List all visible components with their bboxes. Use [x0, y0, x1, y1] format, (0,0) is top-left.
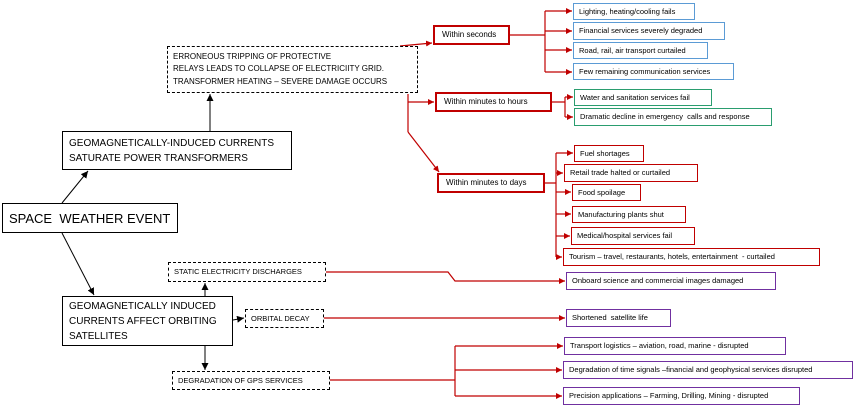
link-gps-trunk — [330, 346, 456, 396]
impact-node: Tourism – travel, restaurants, hotels, e… — [563, 248, 820, 266]
impact-node: Medical/hospital services fail — [571, 227, 695, 245]
node-text-line: SATELLITES — [69, 330, 128, 342]
node-text-line: GEOMAGNETICALLY INDUCED — [69, 300, 216, 312]
orbital-decay-node: ORBITAL DECAY — [245, 309, 324, 328]
node-text-line: CURRENTS AFFECT ORBITING — [69, 315, 217, 327]
impact-node: Onboard science and commercial images da… — [566, 272, 776, 290]
impact-node: Dramatic decline in emergency calls and … — [574, 108, 772, 126]
grid-collapse-effect-node: ERRONEOUS TRIPPING OF PROTECTIVE RELAYS … — [167, 46, 418, 93]
impact-node: Lighting, heating/cooling fails — [573, 3, 695, 20]
link-seconds-trunk — [510, 11, 546, 72]
node-text-line: SATURATE POWER TRANSFORMERS — [69, 152, 248, 164]
node-text-line: GEOMAGNETICALLY-INDUCED CURRENTS — [69, 137, 275, 149]
static-discharge-node: STATIC ELECTRICITY DISCHARGES — [168, 262, 326, 282]
timeframe-hours-node: Within minutes to hours — [435, 92, 552, 112]
impact-node: Degradation of time signals –financial a… — [563, 361, 853, 379]
impact-node: Fuel shortages — [574, 145, 644, 162]
arrow-event-to-satellite-cause — [61, 232, 95, 296]
link-days-trunk — [545, 153, 557, 257]
impact-node: Transport logistics – aviation, road, ma… — [564, 337, 786, 355]
timeframe-days-node: Within minutes to days — [437, 173, 545, 193]
node-text-line: ERRONEOUS TRIPPING OF PROTECTIVE — [173, 51, 332, 61]
arrow-grid-to-days — [407, 131, 440, 173]
impact-node: Precision applications – Farming, Drilli… — [563, 387, 800, 405]
impact-node: Shortened satellite life — [566, 309, 671, 327]
space-weather-event-node: SPACE WEATHER EVENT — [2, 203, 178, 233]
arrow-event-to-power-cause — [61, 170, 89, 204]
timeframe-seconds-node: Within seconds — [433, 25, 510, 45]
impact-node: Few remaining communication services — [573, 63, 734, 80]
impact-node: Retail trade halted or curtailed — [564, 164, 698, 182]
impact-node: Financial services severely degraded — [573, 22, 725, 40]
power-transformer-cause-node: GEOMAGNETICALLY-INDUCED CURRENTS SATURAT… — [62, 131, 292, 170]
satellite-cause-node: GEOMAGNETICALLY INDUCED CURRENTS AFFECT … — [62, 296, 233, 346]
impact-node: Food spoilage — [572, 184, 641, 201]
impact-node: Road, rail, air transport curtailed — [573, 42, 708, 59]
node-text-line: RELAYS LEADS TO COLLAPSE OF ELECTRICIITY… — [173, 64, 385, 74]
impact-node: Water and sanitation services fail — [574, 89, 712, 106]
node-text-line: TRANSFORMER HEATING – SEVERE DAMAGE OCCU… — [173, 76, 388, 86]
link-hours-trunk — [552, 97, 566, 117]
arrow-satellite-to-orbital — [232, 315, 245, 323]
arrow-static-to-impact — [326, 271, 565, 284]
impact-node: Manufacturing plants shut — [572, 206, 686, 223]
arrow-grid-to-seconds — [399, 40, 433, 47]
gps-degradation-node: DEGRADATION OF GPS SERVICES — [172, 371, 330, 390]
